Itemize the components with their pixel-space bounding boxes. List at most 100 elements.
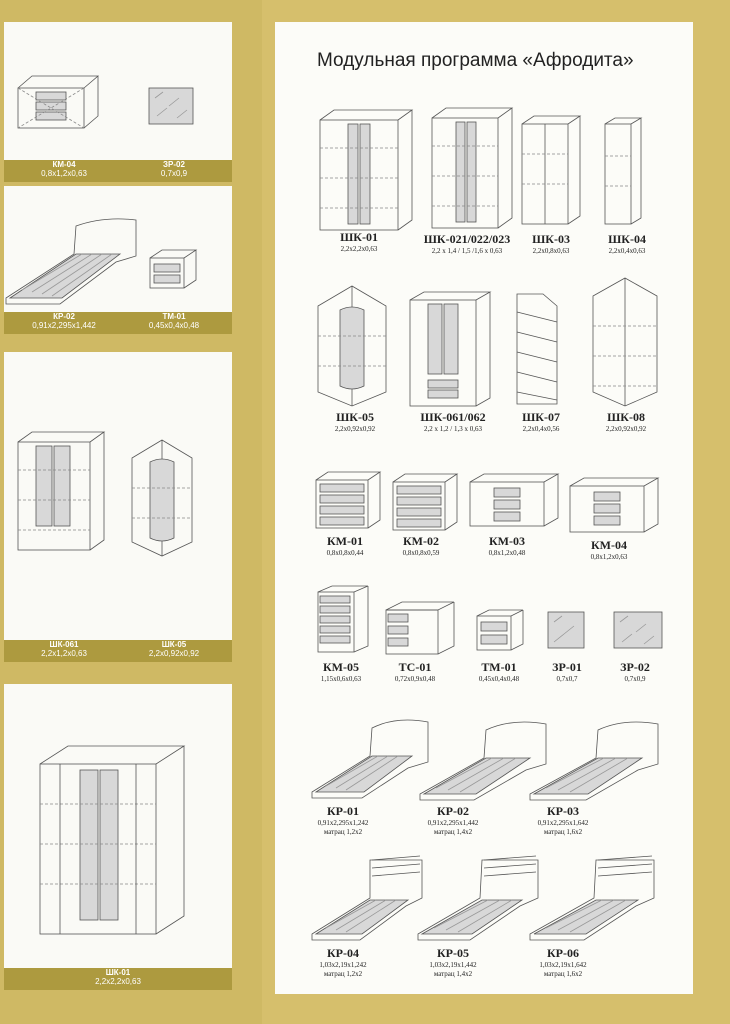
- item-dims: 1,15x0,6x0,63: [320, 675, 362, 683]
- zr-02-catalog-drawing: [613, 611, 663, 649]
- km-04-catalog-drawing: [569, 477, 660, 533]
- kr-03-drawing: [529, 721, 659, 801]
- item-dims: 0,8x0,8x0,44: [326, 549, 364, 557]
- item-code: КР-03: [546, 804, 580, 818]
- left-2-item-1-dims: 0,91x2,295x1,442: [32, 321, 96, 330]
- item-dims: 1,03x2,19x1,642: [539, 961, 587, 969]
- item-dims: 0,72x0,9x0,48: [394, 675, 436, 683]
- item-dims: 2,2x0,8x0,63: [532, 247, 570, 255]
- item-code: КР-04: [326, 946, 360, 960]
- left-4-item-1-code: ШК-01: [105, 968, 131, 977]
- km-04-drawing: [17, 75, 100, 129]
- kr-02-drawing: [5, 218, 137, 305]
- left-2-item-1-code: КР-02: [53, 312, 75, 321]
- shk-061-drawing: [17, 431, 106, 551]
- item-dims: 2,2x0,92x0,92: [334, 425, 376, 433]
- item-mattress: матрац 1,6x2: [543, 828, 583, 836]
- left-1-item-2-dims: 0,7x0,9: [160, 169, 188, 178]
- item-code: ТС-01: [398, 660, 432, 674]
- kr-02-catalog-drawing: [419, 721, 547, 801]
- shk-04-drawing: [604, 117, 643, 225]
- km-05-drawing: [317, 585, 369, 653]
- item-dims: 0,91x2,295x1,642: [537, 819, 589, 827]
- item-dims: 0,45x0,4x0,48: [478, 675, 520, 683]
- left-3-item-2-code: ШК-05: [161, 640, 187, 649]
- item-dims: 2,2x0,4x0,63: [608, 247, 646, 255]
- item-code: ШК-07: [522, 410, 560, 424]
- item-code: ШК-05: [336, 410, 374, 424]
- shk-08-drawing: [592, 277, 658, 407]
- item-dims: 2,2x0,4x0,56: [522, 425, 560, 433]
- item-dims: 0,8x1,2x0,63: [590, 553, 628, 561]
- ts-01-drawing: [385, 601, 455, 655]
- left-panel-2: [4, 186, 232, 312]
- item-code: КМ-01: [326, 534, 364, 548]
- item-code: КР-05: [436, 946, 470, 960]
- kr-06-drawing: [529, 855, 655, 941]
- kr-01-drawing: [311, 719, 429, 799]
- item-dims: 0,8x1,2x0,48: [488, 549, 526, 557]
- item-code: КМ-02: [402, 534, 440, 548]
- shk-061-catalog-drawing: [409, 291, 492, 407]
- item-code: ЗР-02: [620, 660, 650, 674]
- item-mattress: матрац 1,4x2: [433, 828, 473, 836]
- shk-01-large-drawing: [39, 745, 186, 935]
- item-dims: 2,2x0,92x0,92: [605, 425, 647, 433]
- item-mattress: матрац 1,2x2: [323, 828, 363, 836]
- shk-05-drawing: [131, 439, 193, 557]
- item-code: ЗР-01: [552, 660, 582, 674]
- item-dims: 2,2 x 1,2 / 1,3 x 0,63: [424, 425, 482, 433]
- item-dims: 0,7x0,9: [624, 675, 646, 683]
- item-dims: 0,91x2,295x1,242: [317, 819, 369, 827]
- item-dims: 0,7x0,7: [556, 675, 578, 683]
- left-3-item-1-dims: 2,2x1,2x0,63: [41, 649, 87, 658]
- shk-07-drawing: [516, 293, 558, 405]
- item-code: ШК-021/022/023: [423, 232, 511, 246]
- km-03-drawing: [469, 473, 560, 527]
- left-3-item-2-dims: 2,2x0,92x0,92: [148, 649, 200, 658]
- item-dims: 0,8x0,8x0,59: [402, 549, 440, 557]
- item-dims: 2,2x2,2x0,63: [340, 245, 378, 253]
- item-dims: 1,03x2,19x1,242: [319, 961, 367, 969]
- item-code: ТМ-01: [481, 660, 517, 674]
- shk-021-drawing: [431, 107, 514, 229]
- kr-04-drawing: [311, 855, 423, 941]
- left-1-item-2-code: ЗР-02: [163, 160, 185, 169]
- km-02-drawing: [392, 473, 459, 531]
- left-panel-3: [4, 352, 232, 640]
- shk-03-drawing: [521, 115, 582, 225]
- left-panel-1: [4, 22, 232, 160]
- shk-05-catalog-drawing: [317, 285, 387, 407]
- left-4-item-1-dims: 2,2x2,2x0,63: [95, 977, 141, 986]
- left-3-item-1-code: ШК-061: [49, 640, 79, 649]
- item-code: КМ-04: [590, 538, 628, 552]
- kr-05-drawing: [417, 855, 539, 941]
- item-dims: 2,2 x 1,4 / 1,5 /1,6 x 0,63: [431, 247, 503, 255]
- left-2-item-2-dims: 0,45x0,4x0,48: [148, 321, 200, 330]
- item-code: КМ-05: [322, 660, 360, 674]
- item-code: КМ-03: [488, 534, 526, 548]
- tm-01-catalog-drawing: [476, 609, 524, 651]
- item-code: КР-01: [326, 804, 360, 818]
